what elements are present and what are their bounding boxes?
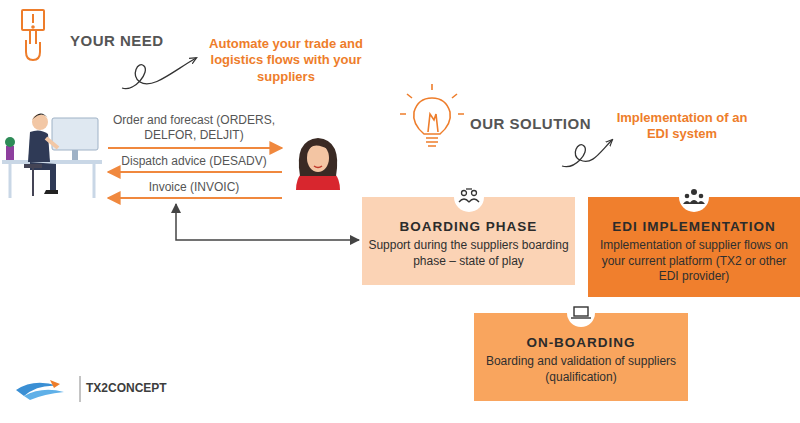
box-icon bbox=[453, 181, 485, 213]
need-statement: Automate your trade and logistics flows … bbox=[202, 36, 370, 85]
process-box: BOARDING PHASE Support during the supplie… bbox=[362, 197, 575, 285]
process-box: ON-BOARDING Boarding and validation of su… bbox=[474, 313, 688, 401]
box-body: Implementation of supplier flows on your… bbox=[594, 238, 794, 285]
leader-line bbox=[176, 204, 359, 240]
box-body: Boarding and validation of suppliers (qu… bbox=[480, 354, 682, 385]
solution-statement: Implementation of an EDI system bbox=[612, 110, 752, 143]
flow-arrow bbox=[108, 147, 282, 149]
squiggle-arrow bbox=[562, 140, 612, 167]
person-at-desk bbox=[2, 113, 102, 198]
flow-label: Dispatch advice (DESADV) bbox=[110, 154, 278, 169]
flow-label: Order and forecast (ORDERS, DELFOR, DELJ… bbox=[110, 113, 278, 143]
squiggle-arrow bbox=[122, 58, 196, 89]
box-icon bbox=[678, 181, 710, 213]
box-icon bbox=[565, 297, 597, 329]
box-body: Support during the suppliers boarding ph… bbox=[368, 238, 569, 269]
flow-arrow bbox=[108, 197, 282, 199]
lightbulb-icon bbox=[400, 84, 464, 146]
section-heading: YOUR NEED bbox=[70, 32, 190, 51]
supplier-avatar bbox=[296, 138, 340, 190]
box-title: ON-BOARDING bbox=[526, 335, 635, 350]
section-heading: OUR SOLUTION bbox=[470, 115, 610, 134]
process-box: EDI IMPLEMENTATION Implementation of supp… bbox=[588, 197, 800, 297]
company-logo bbox=[16, 376, 80, 402]
flow-arrow bbox=[108, 171, 282, 173]
box-title: EDI IMPLEMENTATION bbox=[612, 219, 776, 234]
flow-label: Invoice (INVOIC) bbox=[110, 180, 278, 195]
need-icon bbox=[22, 10, 44, 60]
logo-wordmark: TX2CONCEPT bbox=[86, 381, 206, 396]
box-title: BOARDING PHASE bbox=[400, 219, 538, 234]
